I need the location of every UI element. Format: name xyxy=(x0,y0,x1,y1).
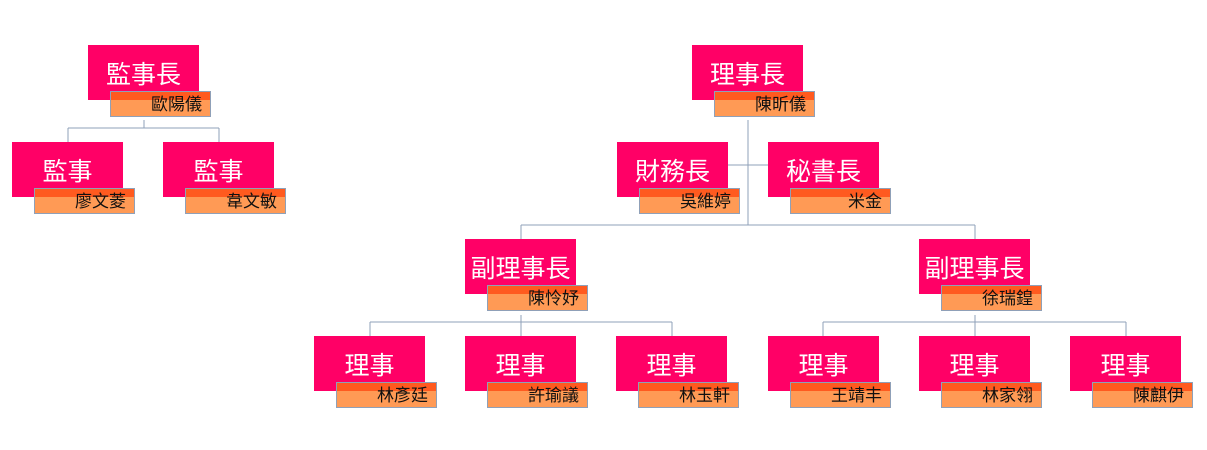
role-label: 理事 xyxy=(1070,336,1181,391)
chairman-node: 理事長 陳昕儀 xyxy=(692,45,815,119)
name-label: 韋文敏 xyxy=(185,188,286,214)
director-node: 理事 王靖丰 xyxy=(768,336,891,410)
role-label: 理事 xyxy=(616,336,727,391)
vice-chair-node: 副理事長 陳怜妤 xyxy=(465,239,588,313)
name-label: 王靖丰 xyxy=(790,382,891,408)
name-label: 許瑜議 xyxy=(487,382,588,408)
name-label: 林家翎 xyxy=(941,382,1042,408)
name-label: 吳維婷 xyxy=(639,188,740,214)
supervisor-node: 監事 韋文敏 xyxy=(163,142,286,216)
name-label: 徐瑞鍠 xyxy=(941,285,1042,311)
director-node: 理事 陳麒伊 xyxy=(1070,336,1193,410)
role-label: 理事 xyxy=(919,336,1030,391)
role-label: 監事 xyxy=(12,142,123,197)
name-label: 林玉軒 xyxy=(638,382,739,408)
name-label: 陳麒伊 xyxy=(1092,382,1193,408)
secretary-node: 秘書長 米金 xyxy=(768,142,891,216)
vice-chair-node: 副理事長 徐瑞鍠 xyxy=(919,239,1042,313)
role-label: 理事 xyxy=(314,336,425,391)
director-node: 理事 許瑜議 xyxy=(465,336,588,410)
supervisor-chief-node: 監事長 歐陽儀 xyxy=(88,45,211,119)
director-node: 理事 林玉軒 xyxy=(616,336,739,410)
role-label: 監事 xyxy=(163,142,274,197)
role-label: 副理事長 xyxy=(919,239,1030,294)
name-label: 歐陽儀 xyxy=(110,91,211,117)
role-label: 理事 xyxy=(768,336,879,391)
name-label: 廖文菱 xyxy=(34,188,135,214)
role-label: 財務長 xyxy=(617,142,728,197)
role-label: 副理事長 xyxy=(465,239,576,294)
director-node: 理事 林彥廷 xyxy=(314,336,437,410)
director-node: 理事 林家翎 xyxy=(919,336,1042,410)
name-label: 米金 xyxy=(790,188,891,214)
role-label: 理事 xyxy=(465,336,576,391)
name-label: 林彥廷 xyxy=(336,382,437,408)
treasurer-node: 財務長 吳維婷 xyxy=(617,142,740,216)
name-label: 陳怜妤 xyxy=(487,285,588,311)
role-label: 監事長 xyxy=(88,45,199,100)
role-label: 理事長 xyxy=(692,45,803,100)
role-label: 秘書長 xyxy=(768,142,879,197)
supervisor-node: 監事 廖文菱 xyxy=(12,142,135,216)
name-label: 陳昕儀 xyxy=(714,91,815,117)
